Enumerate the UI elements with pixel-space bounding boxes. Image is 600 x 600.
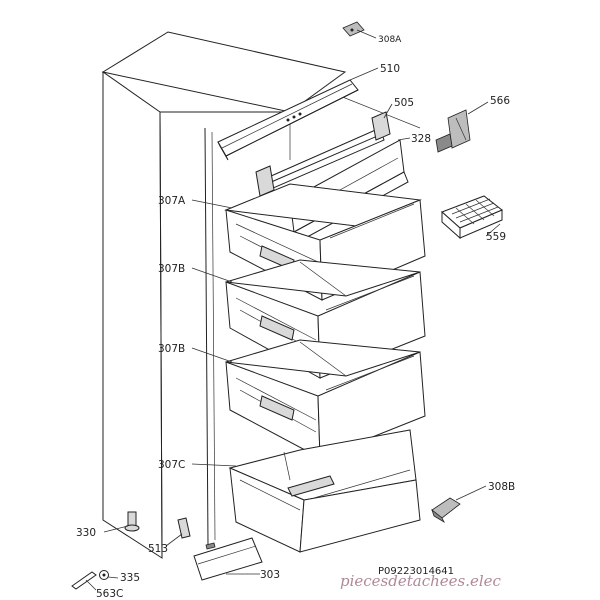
- callout-307C: 307C: [158, 459, 185, 471]
- callout-505: 505: [394, 97, 414, 109]
- callout-559: 559: [486, 231, 506, 243]
- part-308B: [431, 497, 461, 524]
- control-panel-510: [217, 79, 359, 161]
- freezer-cabinet: [101, 31, 421, 559]
- drawer-307C: [228, 429, 421, 553]
- drawer-307A: [224, 139, 426, 301]
- drawer-307B-lower: [225, 339, 426, 459]
- callout-307B-lower: 307B: [158, 343, 185, 355]
- callout-566: 566: [490, 95, 510, 107]
- callout-563C: 563C: [96, 588, 123, 600]
- callout-308B: 308B: [488, 481, 515, 493]
- kickplate-303: [193, 537, 263, 581]
- part-566: [435, 109, 471, 153]
- callout-303: 303: [260, 569, 280, 581]
- callout-328: 328: [411, 133, 431, 145]
- callout-labels: 308A 510 505 566 328 307A 559 307B 307B …: [76, 35, 515, 600]
- part-308A: [342, 21, 365, 37]
- shelf-rail-505: [255, 111, 391, 197]
- part-330: [124, 511, 140, 532]
- callout-513: 513: [148, 543, 168, 555]
- reference-code: P09223014641: [378, 566, 454, 577]
- callout-330: 330: [76, 527, 96, 539]
- ice-tray-559: [441, 195, 503, 240]
- leader-lines: [85, 29, 501, 591]
- part-513: [177, 517, 191, 539]
- callout-307B-upper: 307B: [158, 263, 185, 275]
- callout-308A: 308A: [378, 35, 402, 45]
- callout-307A: 307A: [158, 195, 186, 207]
- watermark-text: piecesdetachees.elec: [340, 572, 502, 590]
- callout-335: 335: [120, 572, 140, 584]
- part-335: [99, 570, 109, 580]
- callout-510: 510: [380, 63, 400, 75]
- part-563C: [71, 571, 97, 590]
